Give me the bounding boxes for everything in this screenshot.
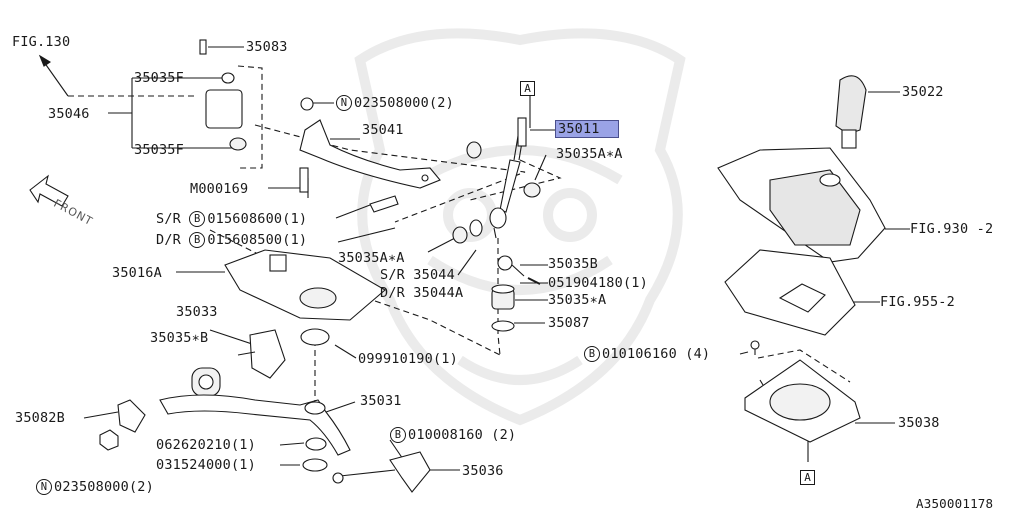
part-m000169[interactable]: M000169 [190,181,249,197]
joint-part[interactable] [191,329,286,397]
part-35038[interactable]: 35038 [898,415,940,431]
console-trim-part[interactable] [717,147,886,263]
shift-knob-part[interactable] [835,75,867,149]
part-35035f-bot[interactable]: 35035F [134,142,184,158]
a-marker-top[interactable]: A [520,81,535,96]
catalog-number: A350001178 [916,496,994,511]
part-35035f-top[interactable]: 35035F [134,70,184,86]
a-marker-bottom[interactable]: A [800,470,815,485]
part-35035b-left[interactable]: 35035∗B [150,330,209,346]
link-part[interactable] [199,39,399,213]
fig930-2-ref[interactable]: FIG.930 -2 [910,221,994,237]
housing-part[interactable] [224,249,386,346]
fig130-arrow [38,54,69,97]
part-051904180[interactable]: 051904180(1) [548,275,648,291]
n-marker-icon: N [36,479,52,495]
part-35033[interactable]: 35033 [176,304,218,320]
part-35035b[interactable]: 35035B [548,256,598,272]
front-arrow-icon [29,174,69,207]
part-35035a[interactable]: 35035∗A [548,292,607,308]
n-marker-icon: N [336,95,352,111]
part-35035aa-right[interactable]: 35035A∗A [556,146,623,162]
part-35035aa-mid[interactable]: 35035A∗A [338,250,405,266]
part-099910190[interactable]: 099910190(1) [358,351,458,367]
part-35041[interactable]: 35041 [362,122,404,138]
b-marker-icon: B [584,346,600,362]
part-35016a[interactable]: 35016A [112,265,162,281]
bushing-part[interactable] [452,141,541,244]
part-062620210[interactable]: 062620210(1) [156,437,256,453]
part-35082b[interactable]: 35082B [15,410,65,426]
cover-part[interactable] [744,340,861,443]
console-plate-part[interactable] [724,249,856,336]
b-marker-icon: B [189,211,206,227]
part-35036[interactable]: 35036 [462,463,504,479]
bracket-36-part[interactable] [332,451,431,493]
part-35046[interactable]: 35046 [48,106,90,122]
watermark-emblem [354,28,686,426]
b-marker-icon: B [390,427,406,443]
part-35044[interactable]: S/R 35044 [380,267,455,283]
part-35087[interactable]: 35087 [548,315,590,331]
part-031524000[interactable]: 031524000(1) [156,457,256,473]
rod-lower-part[interactable] [159,394,351,472]
part-35044a[interactable]: D/R 35044A [380,285,464,301]
bracket-part[interactable] [99,399,146,451]
part-35083[interactable]: 35083 [246,39,288,55]
fig955-2-ref[interactable]: FIG.955-2 [880,294,955,310]
ball-seat-parts[interactable] [491,255,541,332]
part-35022[interactable]: 35022 [902,84,944,100]
part-35031[interactable]: 35031 [360,393,402,409]
rod-part[interactable] [299,97,441,189]
shift-lever-part[interactable] [489,117,527,239]
part-35011-highlighted[interactable]: 35011 [555,120,619,138]
b-marker-icon: B [189,232,206,248]
fig130-ref[interactable]: FIG.130 [12,34,71,50]
